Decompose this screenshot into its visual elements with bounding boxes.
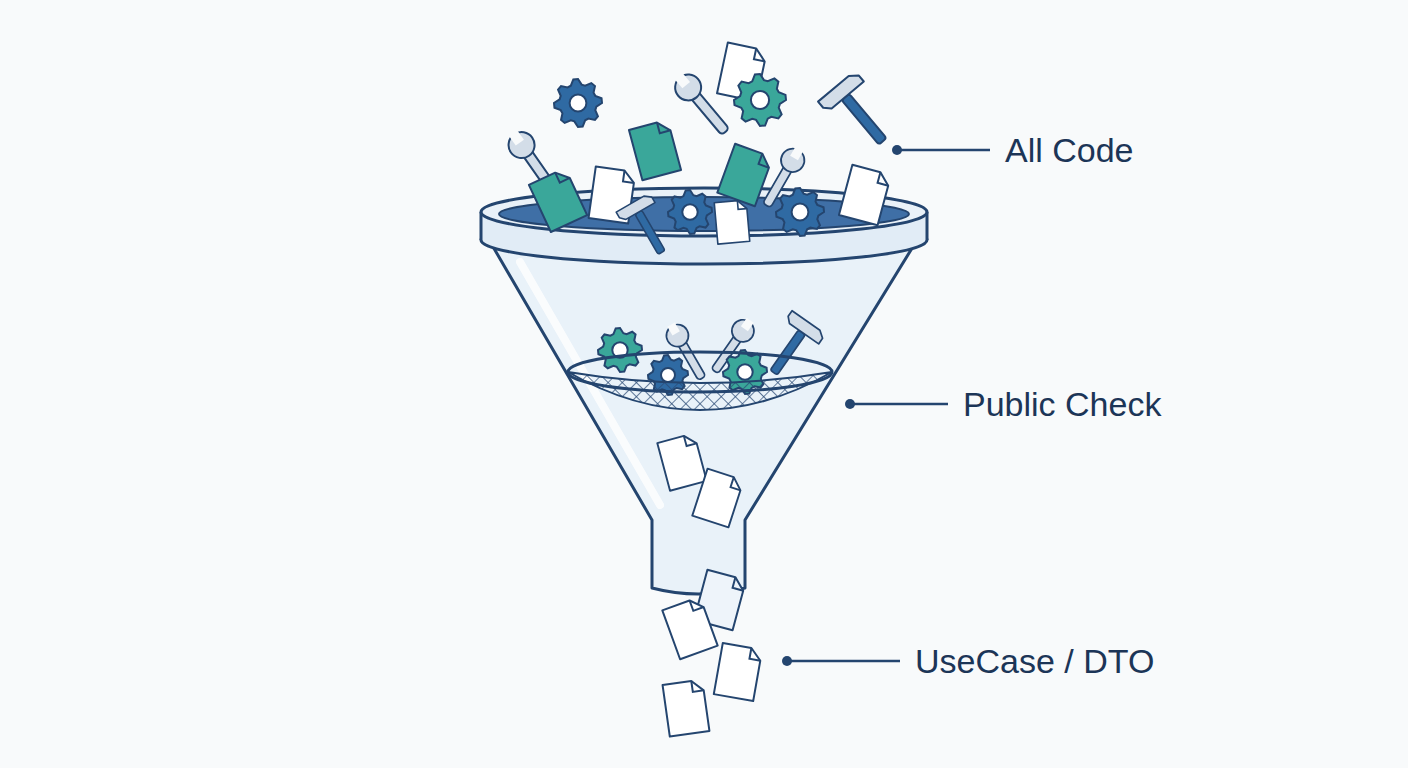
wrench-head [670,69,707,106]
dto-documents [657,433,762,736]
document-page [663,679,710,736]
gear-body [598,328,642,372]
document-page [657,433,706,491]
document-icon [717,144,772,207]
document-page [662,597,717,660]
hammer-handle [770,330,805,375]
hammer-handle [635,210,665,254]
document-icon [662,597,717,660]
gear-hole [570,95,587,112]
gear-icon [554,79,602,127]
leader-line [787,660,900,663]
leader-dot [892,145,902,155]
wrench-jaw [741,318,754,331]
all-code-items [502,42,901,262]
gear-hole [751,91,769,109]
document-fold [555,168,570,183]
document-page [839,165,891,226]
hammer-head [616,193,655,222]
document-icon [529,168,587,232]
document-fold [749,648,762,661]
gear-hole [737,364,752,379]
document-icon [714,200,750,244]
leader-dot [782,656,792,666]
document-fold [684,433,697,446]
stage-label: Public Check [963,385,1161,424]
document-icon [663,679,710,736]
wrench-jaw [509,130,524,146]
hammer-head [818,71,864,113]
document-icon [657,433,706,491]
document-fold [691,679,703,691]
document-icon [692,469,743,528]
gear-hole [661,368,675,382]
document-fold [759,154,773,168]
wrench-head [662,320,692,350]
gear-hole [682,204,697,219]
gear-body [776,188,824,236]
funnel-cone [492,245,914,594]
leader-dot [845,399,855,409]
gear-body [668,190,712,234]
document-icon [714,643,762,701]
gear-icon [776,188,824,236]
sieve-ring [568,352,832,392]
document-icon [629,120,681,181]
gear-icon [734,74,786,126]
hammer-icon [757,311,826,385]
document-fold [690,597,704,611]
hammer-handle [842,94,887,145]
wrench-jaw [675,73,690,89]
hammer-icon [818,71,901,157]
document-page [529,168,587,232]
document-page [714,643,762,701]
document-fold [731,477,744,490]
leader-lines [782,145,990,666]
gear-body [734,74,786,126]
wrench-head [728,315,759,346]
wrench-jaw [790,146,803,160]
document-fold [657,120,670,133]
document-icon [839,165,891,226]
wrench-jaw [667,322,679,335]
gear-icon [598,328,642,372]
gear-icon [668,190,712,234]
wrench-head [777,144,809,176]
hammer-icon [616,193,678,262]
document-fold [733,577,746,590]
document-fold [737,200,747,210]
document-page [692,469,743,528]
leader-line [897,149,990,152]
hammer-head [785,311,825,344]
document-fold [878,172,891,185]
gear-body [554,79,602,127]
document-page [717,144,772,207]
document-fold [754,48,767,61]
leader-line [850,403,948,406]
document-fold [623,171,635,183]
stage-label: All Code [1005,131,1134,170]
document-page [629,120,681,181]
stage-label: UseCase / DTO [915,642,1154,681]
document-page [714,200,750,244]
wrench-head [503,127,539,163]
gear-hole [792,204,809,221]
